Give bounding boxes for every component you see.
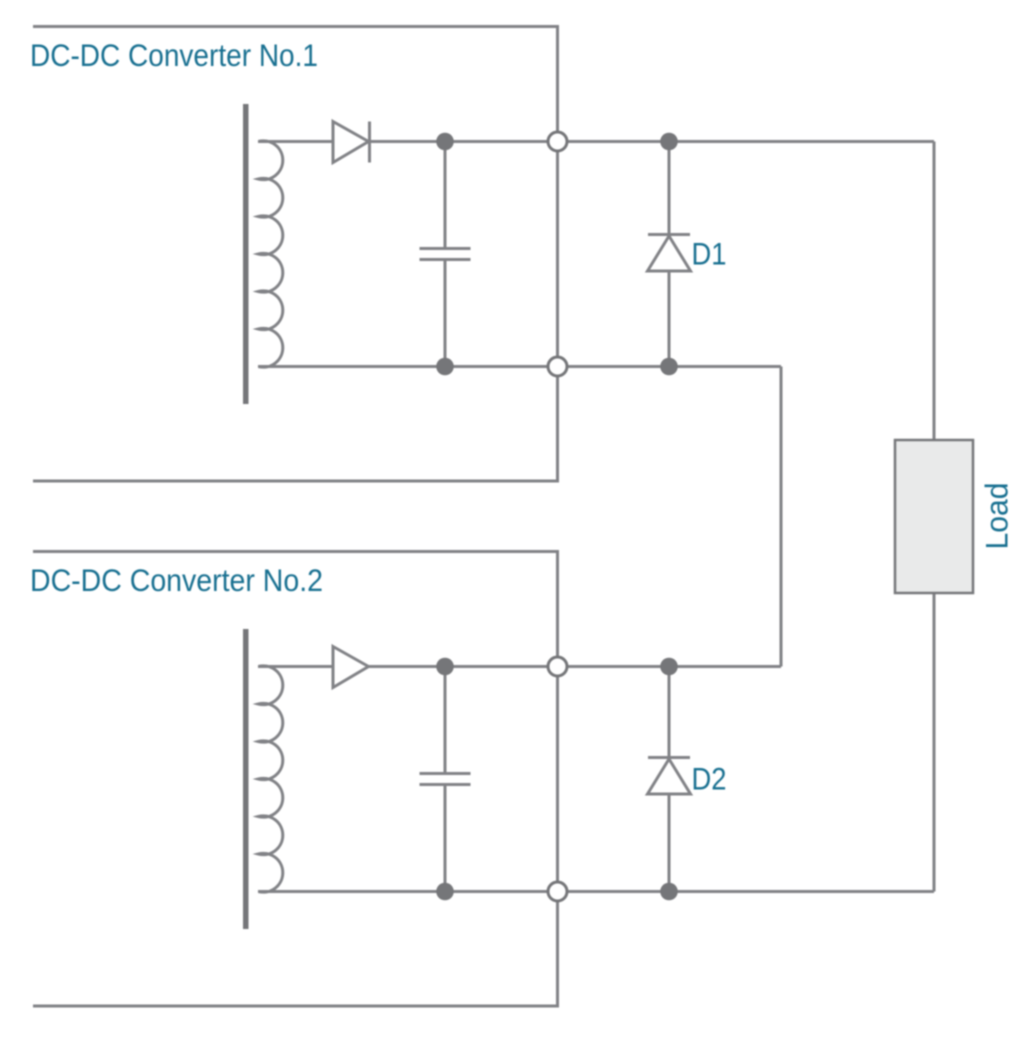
svg-text:D1: D1 [692,236,727,272]
svg-text:D2: D2 [692,761,727,797]
svg-text:Load: Load [979,483,1015,550]
svg-text:DC-DC Converter No.1: DC-DC Converter No.1 [30,37,318,73]
svg-text:DC-DC Converter No.2: DC-DC Converter No.2 [30,562,323,598]
